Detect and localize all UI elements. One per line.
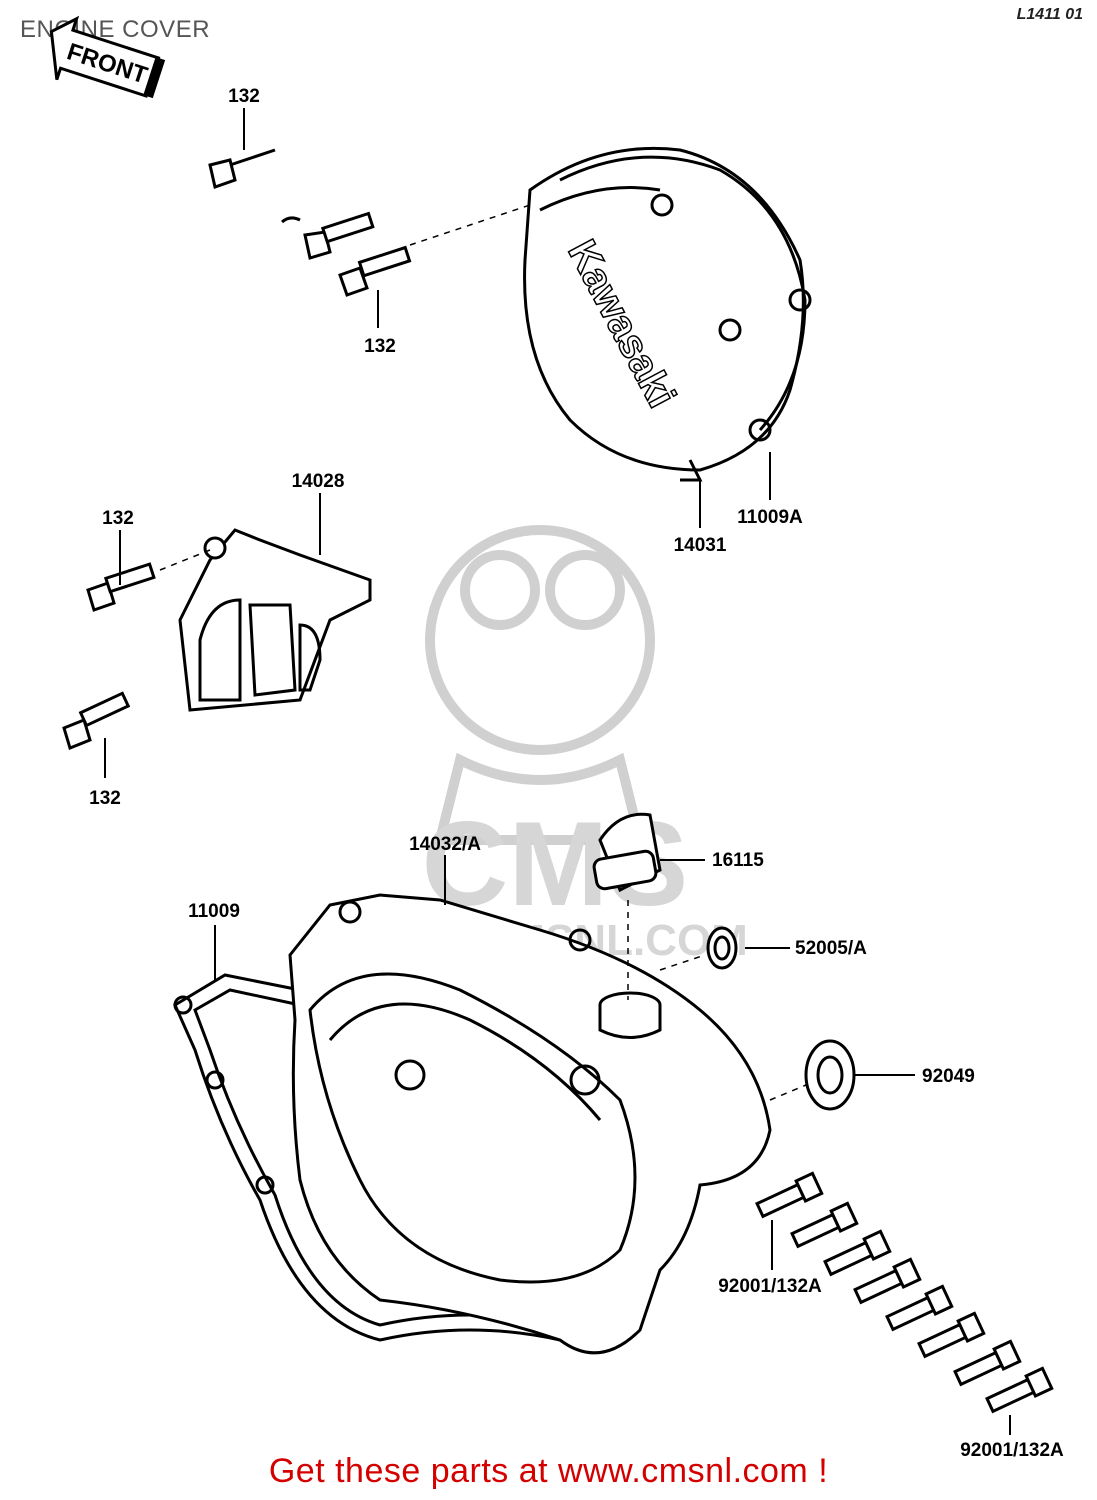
watermark-goggle-left bbox=[460, 550, 540, 630]
label-52005A: 52005/A bbox=[795, 938, 867, 959]
watermark-body bbox=[433, 752, 647, 845]
label-14032A: 14032/A bbox=[409, 834, 481, 855]
bolt-head-2 bbox=[338, 266, 369, 297]
bearing bbox=[804, 1039, 856, 1111]
label-11009A: 11009A bbox=[737, 507, 803, 528]
label-132-top: 132 bbox=[228, 86, 260, 107]
sprocket-guard bbox=[178, 528, 372, 712]
label-14028: 14028 bbox=[292, 471, 345, 492]
bolt-head-1 bbox=[303, 230, 332, 260]
label-92001-132A-a: 92001/132A bbox=[718, 1276, 822, 1297]
leader-lines bbox=[104, 108, 1011, 1435]
part-labels: 132 132 132 132 14028 14031 11009A 14032… bbox=[89, 86, 1064, 1461]
left-bolts bbox=[62, 562, 156, 751]
label-132-left-bottom: 132 bbox=[89, 788, 121, 809]
label-132-mid: 132 bbox=[364, 336, 396, 357]
label-16115: 16115 bbox=[712, 850, 764, 871]
footer-promo-link[interactable]: Get these parts at www.cmsnl.com ! bbox=[268, 1452, 829, 1490]
oil-filler-cap bbox=[592, 812, 662, 893]
label-132-left-top: 132 bbox=[102, 508, 134, 529]
watermark-head bbox=[425, 525, 655, 755]
watermark-goggle-right bbox=[545, 550, 625, 630]
drawing-code: L1411 01 bbox=[1016, 6, 1083, 23]
top-bolts bbox=[208, 148, 412, 297]
top-cap-nut bbox=[208, 158, 237, 189]
oil-seal bbox=[706, 926, 738, 970]
label-11009: 11009 bbox=[188, 901, 240, 922]
label-14031: 14031 bbox=[674, 535, 727, 556]
housing-seal-boss bbox=[598, 991, 662, 1039]
label-92001-132A-b: 92001/132A bbox=[960, 1440, 1064, 1461]
front-arrow: FRONT bbox=[49, 15, 166, 99]
label-92049: 92049 bbox=[922, 1066, 975, 1087]
clutch-cover: Kawasaki bbox=[523, 146, 812, 482]
cover-bolts bbox=[755, 1171, 1054, 1414]
